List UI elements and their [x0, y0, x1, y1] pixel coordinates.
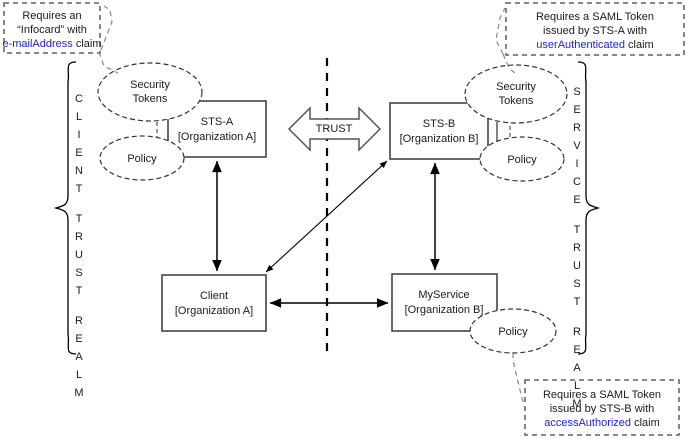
callout-leader-top-left: [100, 5, 113, 51]
ellipse-sts-a-policy-label: Policy: [127, 153, 157, 165]
callout-top-left-line3: e-mailAddress claim: [2, 38, 101, 50]
client-realm-letter: A: [75, 351, 83, 363]
callout-bottom-right: Requires a SAML Token issued by STS-B wi…: [524, 379, 680, 436]
ellipse-sts-b-tokens-line2: Tokens: [499, 95, 534, 107]
node-myservice-title: MyService: [418, 289, 469, 301]
node-sts-b-subtitle: [Organization B]: [400, 133, 479, 145]
client-realm-letter: T: [76, 213, 83, 225]
service-realm-letter: R: [573, 122, 581, 134]
callout-bottom-right-line3: accessAuthorized claim: [544, 417, 660, 429]
service-realm-brace: [577, 61, 601, 355]
service-realm-letter: V: [573, 140, 581, 152]
client-realm-letter: E: [75, 147, 82, 159]
callout-top-right-claim-suffix: claim: [625, 39, 654, 51]
client-realm-letter: M: [74, 387, 83, 399]
ellipse-sts-b-policy[interactable]: Policy: [479, 136, 565, 182]
client-realm-letter: C: [75, 93, 83, 105]
ellipse-sts-a-policy[interactable]: Policy: [99, 135, 185, 181]
callout-top-right-line3: userAuthenticated claim: [536, 39, 653, 51]
node-sts-a-subtitle: [Organization A]: [178, 131, 256, 143]
callout-top-left-line1: Requires an: [22, 10, 81, 22]
client-realm-letter: T: [76, 285, 83, 297]
node-sts-b-title: STS-B: [423, 118, 455, 130]
callout-top-left: Requires an “Infocard” with e-mailAddres…: [2, 2, 102, 54]
service-realm-letter: C: [573, 176, 581, 188]
service-realm-letter: A: [573, 362, 581, 374]
service-realm-letter: M: [572, 398, 581, 410]
node-client-title: Client: [200, 290, 228, 302]
ellipse-myservice-policy[interactable]: Policy: [469, 308, 557, 354]
callout-bottom-right-claim-suffix: claim: [631, 417, 660, 429]
callout-leader-top-right-tail: [502, 53, 517, 75]
callout-bottom-right-line1: Requires a SAML Token: [543, 389, 661, 401]
callout-bottom-right-line2: issued by STS-B with: [550, 403, 655, 415]
ellipse-sts-a-tokens-line2: Tokens: [133, 93, 168, 105]
ellipse-sts-a-security-tokens[interactable]: Security Tokens: [97, 62, 203, 122]
service-realm-letter: T: [574, 296, 581, 308]
service-realm-letter: S: [573, 278, 580, 290]
service-realm-letter: E: [573, 344, 580, 356]
client-realm-letter: E: [75, 333, 82, 345]
node-sts-a-title: STS-A: [201, 116, 234, 128]
node-client[interactable]: Client [Organization A]: [161, 274, 267, 332]
callout-leader-bottom-right: [512, 353, 524, 403]
node-sts-b[interactable]: STS-B [Organization B]: [389, 102, 489, 160]
callout-leader-top-left-tail: [98, 51, 119, 74]
client-realm-letter: N: [75, 165, 83, 177]
service-realm-letter: U: [573, 260, 581, 272]
service-realm-letter: R: [573, 326, 581, 338]
trust-arrow-label: TRUST: [316, 123, 353, 135]
client-realm-letter: U: [75, 249, 83, 261]
node-client-subtitle: [Organization A]: [175, 305, 253, 317]
callout-top-left-claim-suffix: claim: [73, 38, 102, 50]
service-realm-letter: E: [573, 104, 580, 116]
callout-top-right-claim: userAuthenticated: [536, 39, 625, 51]
ellipse-sts-b-tokens-line1: Security: [496, 81, 536, 93]
service-realm-letter: R: [573, 242, 581, 254]
ellipse-sts-b-security-tokens[interactable]: Security Tokens: [464, 64, 568, 124]
client-realm-letter: L: [76, 111, 82, 123]
callout-top-right: Requires a SAML Token issued by STS-A wi…: [505, 2, 685, 56]
service-realm-letter: I: [575, 158, 578, 170]
callout-bottom-right-claim: accessAuthorized: [544, 417, 631, 429]
client-realm-letter: L: [76, 369, 82, 381]
service-realm-letter: E: [573, 194, 580, 206]
arrow-client-sts-b: [265, 160, 388, 273]
service-realm-letter: L: [574, 380, 580, 392]
callout-top-left-line2: “Infocard” with: [17, 24, 87, 36]
client-realm-letter: R: [75, 231, 83, 243]
ellipse-myservice-policy-label: Policy: [498, 326, 528, 338]
service-realm-letter: T: [574, 224, 581, 236]
trust-arrow: TRUST: [287, 106, 382, 152]
ellipse-sts-b-policy-label: Policy: [507, 154, 537, 166]
client-realm-letter: I: [77, 129, 80, 141]
callout-top-right-line1: Requires a SAML Token: [536, 11, 654, 23]
node-myservice-subtitle: [Organization B]: [405, 304, 484, 316]
callout-top-left-claim: e-mailAddress: [2, 38, 73, 50]
callout-top-right-line2: issued by STS-A with: [543, 25, 647, 37]
ellipse-sts-a-tokens-line1: Security: [130, 79, 170, 91]
client-realm-letter: R: [75, 315, 83, 327]
client-realm-letter: S: [75, 267, 82, 279]
service-realm-letter: S: [573, 86, 580, 98]
client-realm-letter: T: [76, 183, 83, 195]
client-realm-brace: [53, 61, 77, 355]
callout-leader-top-right: [495, 7, 506, 55]
